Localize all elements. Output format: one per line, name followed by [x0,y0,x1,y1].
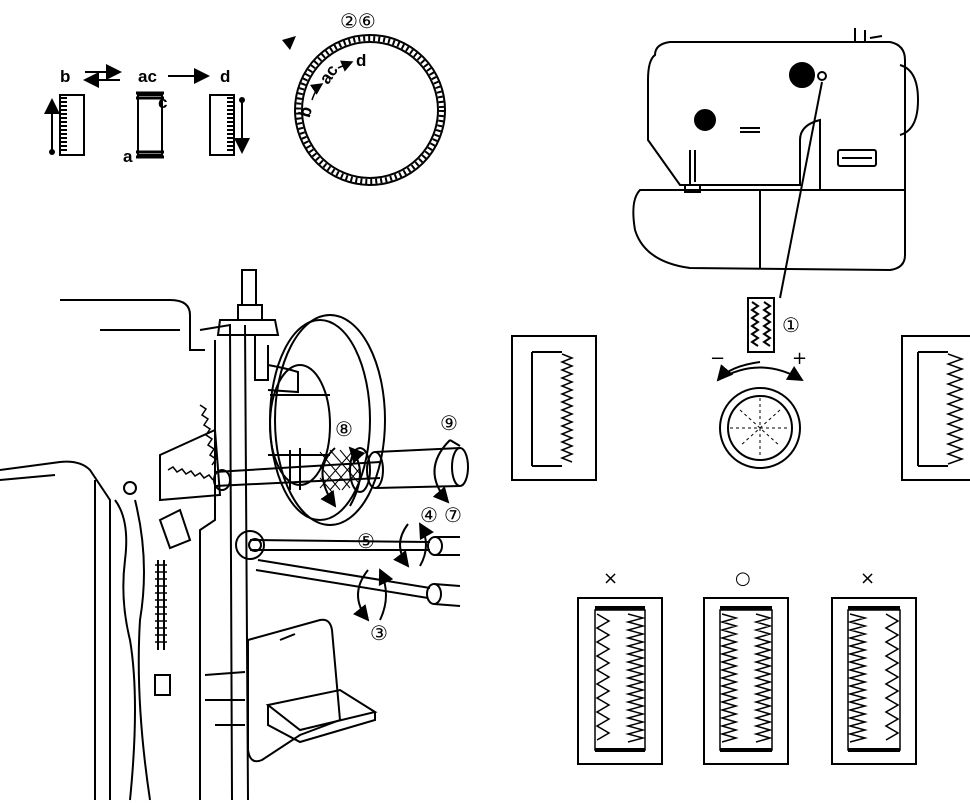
buttonhole-result-uneven-right [831,597,917,765]
ref-number-9: ⑨ [440,411,458,435]
mark-a: a [123,147,133,166]
seq-label-d: d [220,67,230,86]
result-mark-center: ○ [735,568,751,589]
dial-reference-numbers: ②⑥ [340,9,376,33]
sewing-machine-illustration [632,28,920,299]
dial-pointer-icon [282,36,296,50]
buttonhole-b-icon [44,94,85,156]
result-mark-right: × [860,568,875,589]
buttonhole-result-uneven-left [577,597,663,765]
seq-label-b: b [60,67,70,86]
dial-label-b: b [295,104,316,119]
stitch-sample-icon [747,297,775,353]
buttonhole-ac-icon: c a [123,91,167,166]
mark-c: c [158,93,167,112]
ref-number-4: ④ [420,503,438,527]
adjust-minus-label: − [710,348,725,369]
ref-number-1: ① [782,313,800,337]
ref-number-5: ⑤ [357,529,375,553]
pattern-dial: ②⑥ b ac d [282,9,446,186]
ref-number-3: ③ [370,621,388,645]
buttonhole-d-icon [209,94,250,156]
mechanism-illustration [0,269,469,801]
dial-label-d: d [356,51,366,70]
buttonhole-result-even [703,597,789,765]
ref-number-7: ⑦ [444,503,462,527]
ref-number-8: ⑧ [335,417,353,441]
buttonhole-sequence: b ac d c a [44,64,250,166]
stitch-panel-wide-icon [901,335,970,481]
result-comparison: × ○ × [577,568,917,765]
seq-label-ac: ac [138,67,157,86]
result-mark-left: × [603,568,618,589]
adjustment-knob-icon [719,387,801,469]
stitch-panel-narrow-icon [511,335,597,481]
adjust-plus-label: + [792,348,807,369]
stitch-adjustment: ① − + [511,297,970,481]
adjust-arrow-left [716,361,761,382]
